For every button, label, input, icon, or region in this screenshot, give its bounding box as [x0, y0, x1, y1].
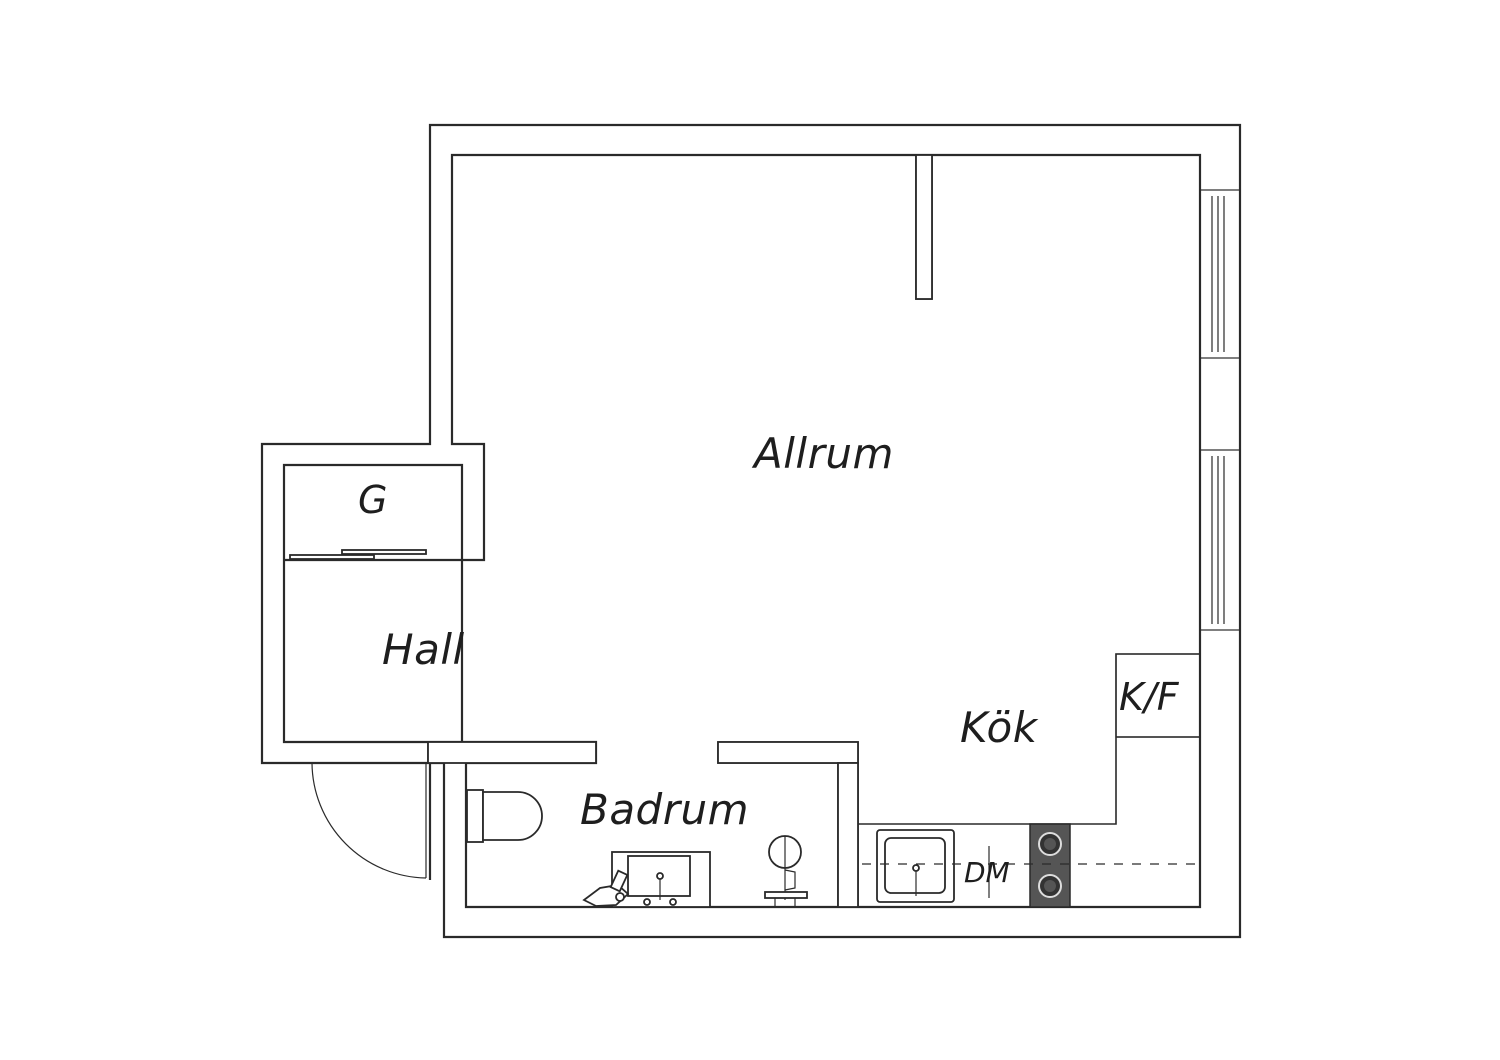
fridge-freezer: [1115, 653, 1201, 738]
outer-boundary: [261, 124, 1241, 938]
label-badrum: Badrum: [580, 785, 749, 834]
label-allrum: Allrum: [751, 429, 894, 478]
bath-wall-left: [427, 741, 597, 764]
partition-stub: [915, 154, 933, 300]
window-upper: [1199, 189, 1241, 359]
label-dm: DM: [964, 856, 1010, 889]
stove: [1029, 823, 1071, 908]
window-lower: [1199, 449, 1241, 631]
inner-boundary: [451, 154, 1201, 908]
label-kf: K/F: [1119, 675, 1180, 719]
wardrobe-sliding-doors: [283, 540, 427, 560]
toilet: [466, 789, 543, 843]
bath-wall-right: [717, 741, 859, 764]
hall-walls: [261, 443, 485, 764]
bathroom-sink: [611, 851, 711, 908]
exterior-walls: [260, 123, 1242, 939]
kitchen-sink: [876, 829, 955, 903]
label-hall: Hall: [382, 625, 465, 674]
label-g: G: [358, 478, 387, 522]
label-kok: Kök: [960, 703, 1039, 752]
shower: [764, 835, 808, 906]
hair-dryer: [582, 869, 630, 907]
bath-wall-divider: [837, 762, 859, 908]
entrance-door: [311, 762, 427, 879]
